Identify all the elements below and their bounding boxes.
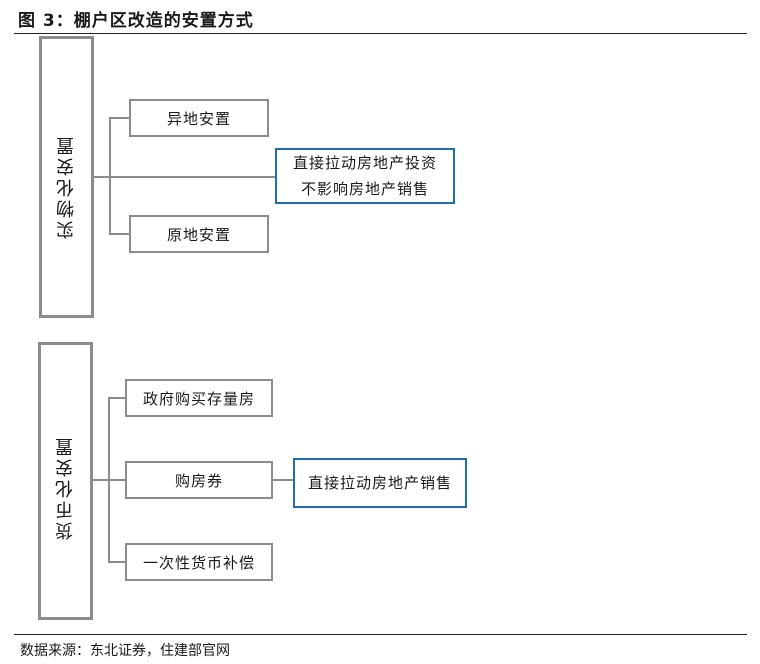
effect-line: 不影响房地产销售 [300, 180, 429, 198]
connector [108, 397, 126, 399]
option-label: 购房券 [174, 471, 223, 490]
top-rule [14, 33, 747, 34]
option-box-in-situ: 原地安置 [129, 215, 269, 253]
effect-line: 直接拉动房地产销售 [307, 473, 452, 492]
effect-line: 直接拉动房地产投资 [292, 153, 437, 172]
option-label: 原地安置 [166, 225, 231, 244]
connector [108, 561, 126, 563]
group-label-monetary: 货币化安置 [55, 435, 76, 540]
option-box-relocate: 异地安置 [129, 99, 269, 137]
connector [109, 117, 111, 234]
option-label: 一次性货币补偿 [142, 553, 255, 572]
option-label: 异地安置 [166, 109, 231, 128]
bottom-rule [14, 634, 747, 635]
option-label: 政府购买存量房 [142, 389, 255, 408]
connector [272, 479, 293, 481]
figure-title: 图 3：棚户区改造的安置方式 [18, 11, 254, 31]
option-box-govt-purchase: 政府购买存量房 [125, 379, 273, 417]
group-box-monetary: 货币化安置 [38, 342, 93, 620]
connector [108, 479, 126, 481]
connector [109, 176, 276, 178]
connector [109, 117, 129, 119]
group-box-physical: 实物化安置 [39, 36, 94, 318]
option-box-voucher: 购房券 [125, 461, 273, 499]
group-label-physical: 实物化安置 [56, 134, 77, 239]
connector [94, 176, 110, 178]
effect-box-monetary: 直接拉动房地产销售 [293, 458, 467, 508]
option-box-cash-compensation: 一次性货币补偿 [125, 543, 273, 581]
effect-box-physical: 直接拉动房地产投资 不影响房地产销售 [275, 148, 455, 204]
connector [93, 479, 109, 481]
connector [109, 233, 129, 235]
source-note: 数据来源：东北证券，住建部官网 [20, 643, 230, 659]
